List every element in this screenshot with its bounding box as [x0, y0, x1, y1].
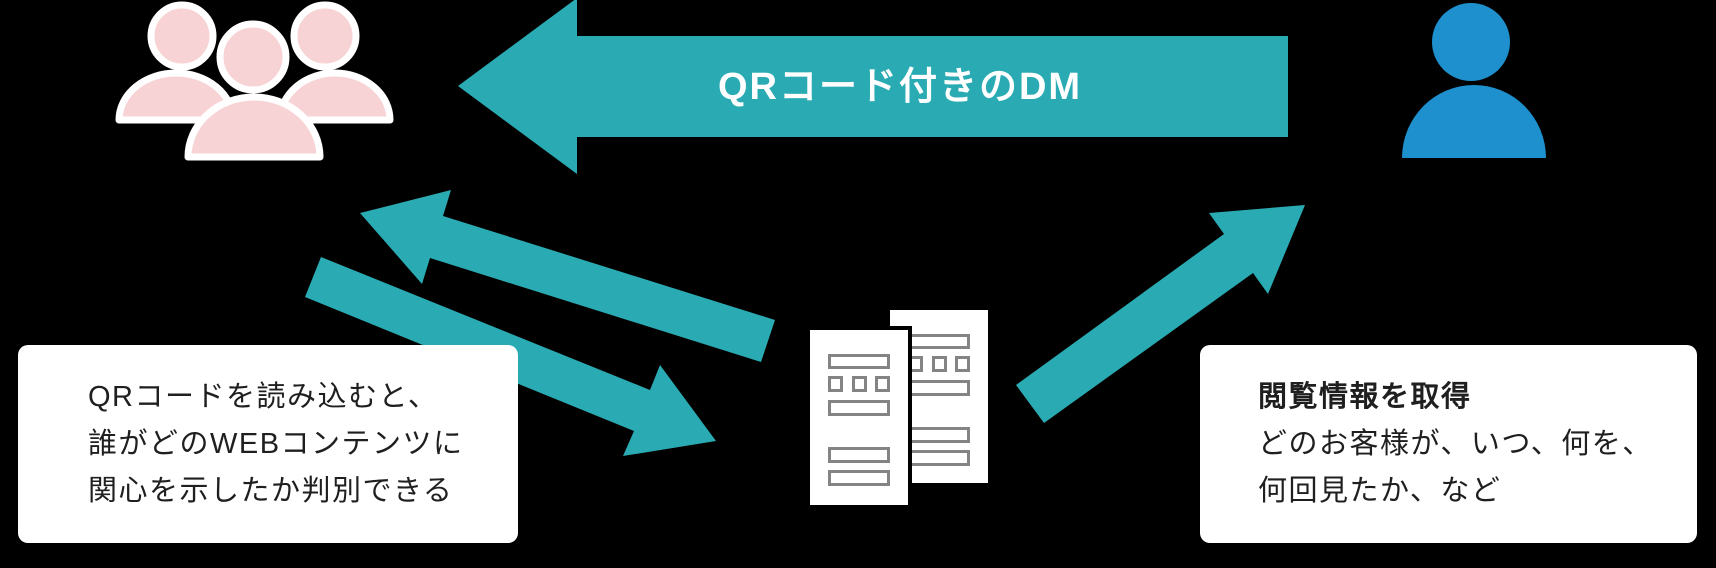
person-head: [147, 1, 217, 71]
left-note-line: 誰がどのWEBコンテンツに: [88, 427, 464, 460]
person-head: [290, 1, 360, 71]
page-text-bar: [828, 354, 890, 369]
page-block: [955, 356, 970, 372]
left-note-box: QRコードを読み込むと、 誰がどのWEBコンテンツに 関心を示したか判別できる: [18, 345, 518, 543]
page-text-bar: [908, 380, 970, 396]
people-group-icon: [115, 1, 394, 161]
page-text-bar: [828, 447, 890, 463]
page-block: [828, 376, 843, 392]
page-block: [932, 356, 947, 372]
person-body: [1402, 85, 1546, 158]
dm-arrow-label: QRコード付きのDM: [717, 66, 1083, 108]
person-body: [276, 69, 394, 124]
web-page-icon-front: [806, 326, 912, 509]
arrow-web-to-sender: [1016, 205, 1305, 423]
page-text-bar: [828, 400, 890, 416]
left-note-line: QRコードを読み込むと、: [88, 380, 439, 413]
page-text-bar: [908, 334, 970, 349]
right-note-box: 閲覧情報を取得 どのお客様が、いつ、何を、 何回見たか、など: [1200, 345, 1697, 543]
page-block: [852, 376, 867, 392]
page-block: [875, 376, 890, 392]
arrow-web-to-recipients: [360, 190, 775, 362]
left-note-line: 関心を示したか判別できる: [88, 474, 454, 507]
page-text-bar: [828, 470, 890, 486]
right-note-line: どのお客様が、いつ、何を、: [1258, 427, 1653, 460]
person-head: [216, 20, 290, 94]
dm-arrow: [458, 0, 1288, 174]
person-head: [1432, 3, 1510, 81]
person-icon: [1402, 3, 1546, 158]
right-note-line: 何回見たか、など: [1258, 474, 1502, 507]
person-body: [184, 93, 324, 161]
right-note-title: 閲覧情報を取得: [1258, 380, 1472, 413]
page-text-bar: [908, 450, 970, 466]
page-text-bar: [908, 427, 970, 443]
